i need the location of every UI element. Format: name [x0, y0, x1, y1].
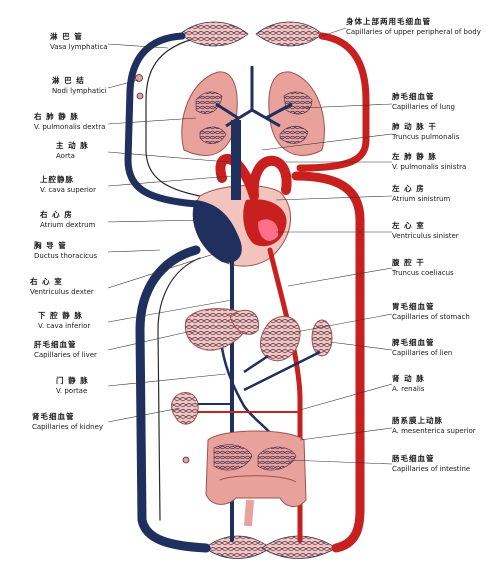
spleen [311, 319, 333, 357]
lower-body-capillaries [204, 535, 337, 559]
lungs [181, 66, 325, 156]
lymph-nodes [135, 74, 190, 464]
heart [192, 120, 292, 267]
leader-lines [107, 27, 393, 465]
venous-loop [124, 32, 211, 553]
kidney [171, 392, 300, 425]
intestines [205, 430, 307, 527]
stomach [260, 315, 301, 362]
arterial-loop [291, 32, 370, 553]
liver [184, 308, 260, 351]
upper-body-capillaries [179, 21, 323, 47]
portal-vein [220, 347, 321, 441]
